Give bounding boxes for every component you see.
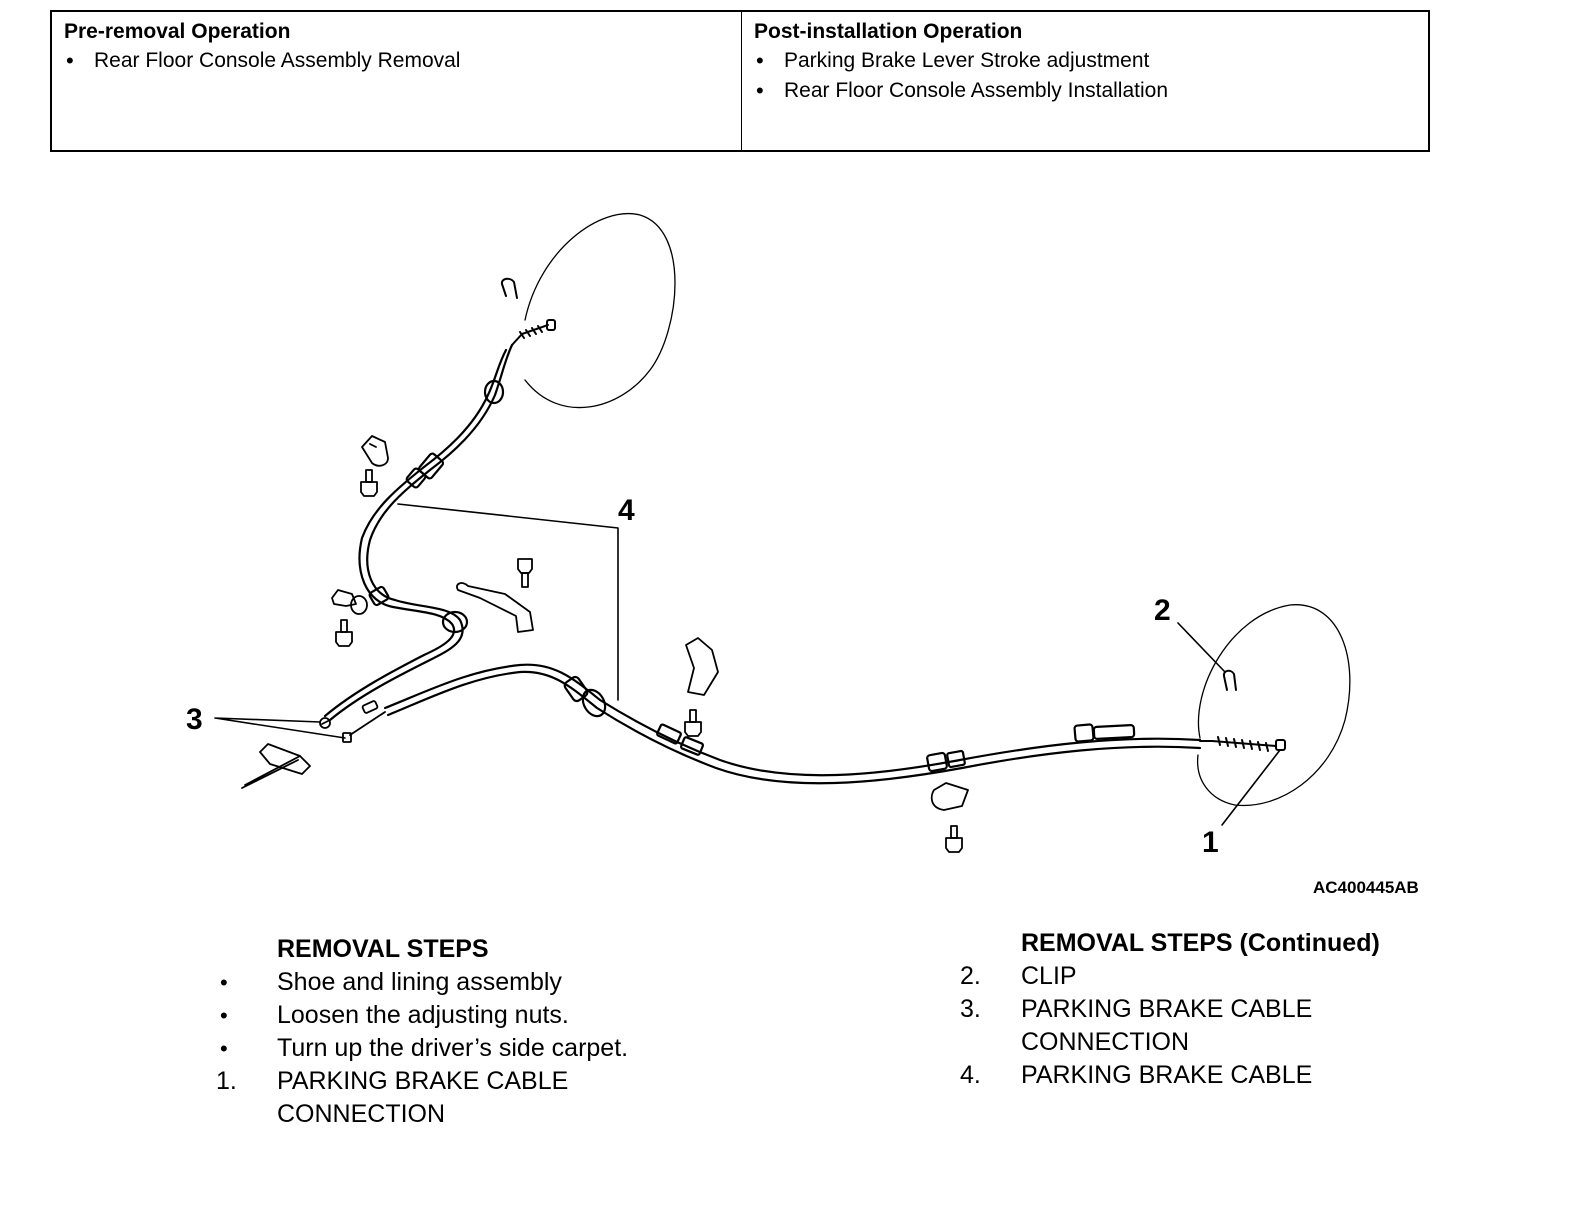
removal-step: • Turn up the driver’s side carpet. [216,1032,736,1065]
removal-steps-continued-title: REMOVAL STEPS (Continued) [1021,929,1380,957]
post-installation-item: Parking Brake Lever Stroke adjustment [754,46,1416,76]
removal-steps-continued: REMOVAL STEPS (Continued) 2. CLIP 3. PAR… [960,926,1480,1092]
operations-table: Pre-removal Operation Rear Floor Console… [50,10,1430,152]
bracket-center [456,582,534,633]
removal-step: 1. PARKING BRAKE CABLE CONNECTION [216,1065,736,1131]
callout-4: 4 [618,494,635,527]
upper-cable-end [511,319,556,346]
step-bullet: • [220,1003,228,1028]
bolt-middle-left [335,619,353,647]
callout-1: 1 [1202,826,1219,859]
post-installation-title: Post-installation Operation [754,20,1023,43]
right-brake-backing-plate [1197,604,1351,807]
step-number: 1. [216,1067,237,1095]
parking-brake-cable-diagram: 1 2 3 4 [186,213,1351,859]
post-installation-item: Rear Floor Console Assembly Installation [754,76,1416,106]
right-cable-end-1 [1199,736,1286,752]
step-text: Loosen the adjusting nuts. [277,1001,569,1029]
upper-clip-icon [500,277,518,299]
callout-2: 2 [1154,594,1171,627]
removal-step: • Shoe and lining assembly [216,966,736,999]
step-text: CLIP [1021,962,1077,990]
removal-step: 3. PARKING BRAKE CABLE CONNECTION [960,993,1480,1059]
bracket-lower-right [930,782,969,811]
right-cable [383,663,1202,785]
post-installation-list: Parking Brake Lever Stroke adjustment Re… [754,46,1416,106]
step-bullet: • [220,970,228,995]
left-cable-end-3a [319,700,379,729]
step-text: PARKING BRAKE CABLE CONNECTION [1021,995,1313,1056]
step-text: Turn up the driver’s side carpet. [277,1034,629,1062]
pre-removal-item: Rear Floor Console Assembly Removal [64,46,729,76]
bolt-lower-right [945,825,963,853]
step-number: 4. [960,1061,981,1089]
removal-step: 2. CLIP [960,960,1480,993]
bolt-right-vertical [684,709,702,737]
floor-plate-bracket [241,743,311,789]
step-bullet: • [220,1036,228,1061]
clip-icon [1222,669,1237,691]
pre-removal-title: Pre-removal Operation [64,20,291,43]
bolt-center [517,558,533,588]
post-installation-column: Post-installation Operation Parking Brak… [742,12,1428,150]
right-cable-end-3b [342,711,386,743]
left-brake-backing-plate [524,213,676,409]
step-text: PARKING BRAKE CABLE CONNECTION [277,1067,569,1128]
left-cable [323,343,514,722]
removal-step: 4. PARKING BRAKE CABLE [960,1059,1480,1092]
bracket-upper-left [361,435,389,467]
step-text: Shoe and lining assembly [277,968,562,996]
pre-removal-list: Rear Floor Console Assembly Removal [64,46,729,76]
bracket-middle-left [331,589,368,615]
callout-3: 3 [186,703,203,736]
removal-steps-title: REMOVAL STEPS [277,935,489,963]
bracket-right-vertical [685,637,719,696]
removal-step: • Loosen the adjusting nuts. [216,999,736,1032]
step-number: 2. [960,962,981,990]
step-text: PARKING BRAKE CABLE [1021,1061,1313,1089]
callout-leaders [214,503,1281,826]
removal-steps: REMOVAL STEPS • Shoe and lining assembly… [216,932,736,1131]
step-number: 3. [960,995,981,1023]
figure-id: AC400445AB [1313,878,1419,897]
bolt-upper-left [360,469,378,497]
pre-removal-column: Pre-removal Operation Rear Floor Console… [52,12,742,150]
